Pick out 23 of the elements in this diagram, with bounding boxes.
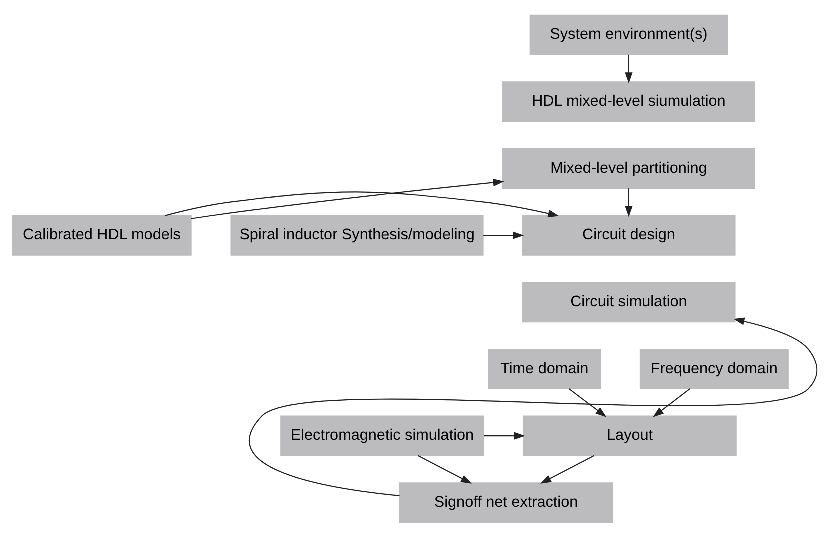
node-box: Time domain bbox=[488, 348, 602, 389]
node-box: Frequency domain bbox=[640, 348, 789, 389]
arrow bbox=[165, 191, 560, 217]
arrow bbox=[484, 231, 524, 239]
arrow bbox=[418, 454, 472, 484]
node-box: Signoff net extraction bbox=[399, 482, 614, 523]
arrow bbox=[484, 432, 526, 440]
node-box: Electromagnetic simulation bbox=[280, 415, 484, 456]
arrow bbox=[625, 54, 633, 84]
node-box: System environment(s) bbox=[530, 14, 728, 55]
arrow bbox=[569, 388, 607, 417]
node-box: Calibrated HDL models bbox=[12, 214, 192, 256]
arrow bbox=[653, 388, 690, 417]
node-box: Circuit design bbox=[522, 214, 736, 256]
node-box: Mixed-level partitioning bbox=[502, 148, 756, 189]
arrow bbox=[250, 317, 818, 496]
arrow bbox=[540, 454, 595, 484]
arrow bbox=[191, 178, 504, 219]
node-box: Spiral inductor Synthesis/modeling bbox=[230, 214, 484, 256]
arrow bbox=[625, 188, 633, 217]
node-box: HDL mixed-level siumulation bbox=[502, 81, 756, 122]
node-box: Circuit simulation bbox=[522, 282, 736, 322]
node-box: Layout bbox=[523, 415, 737, 456]
